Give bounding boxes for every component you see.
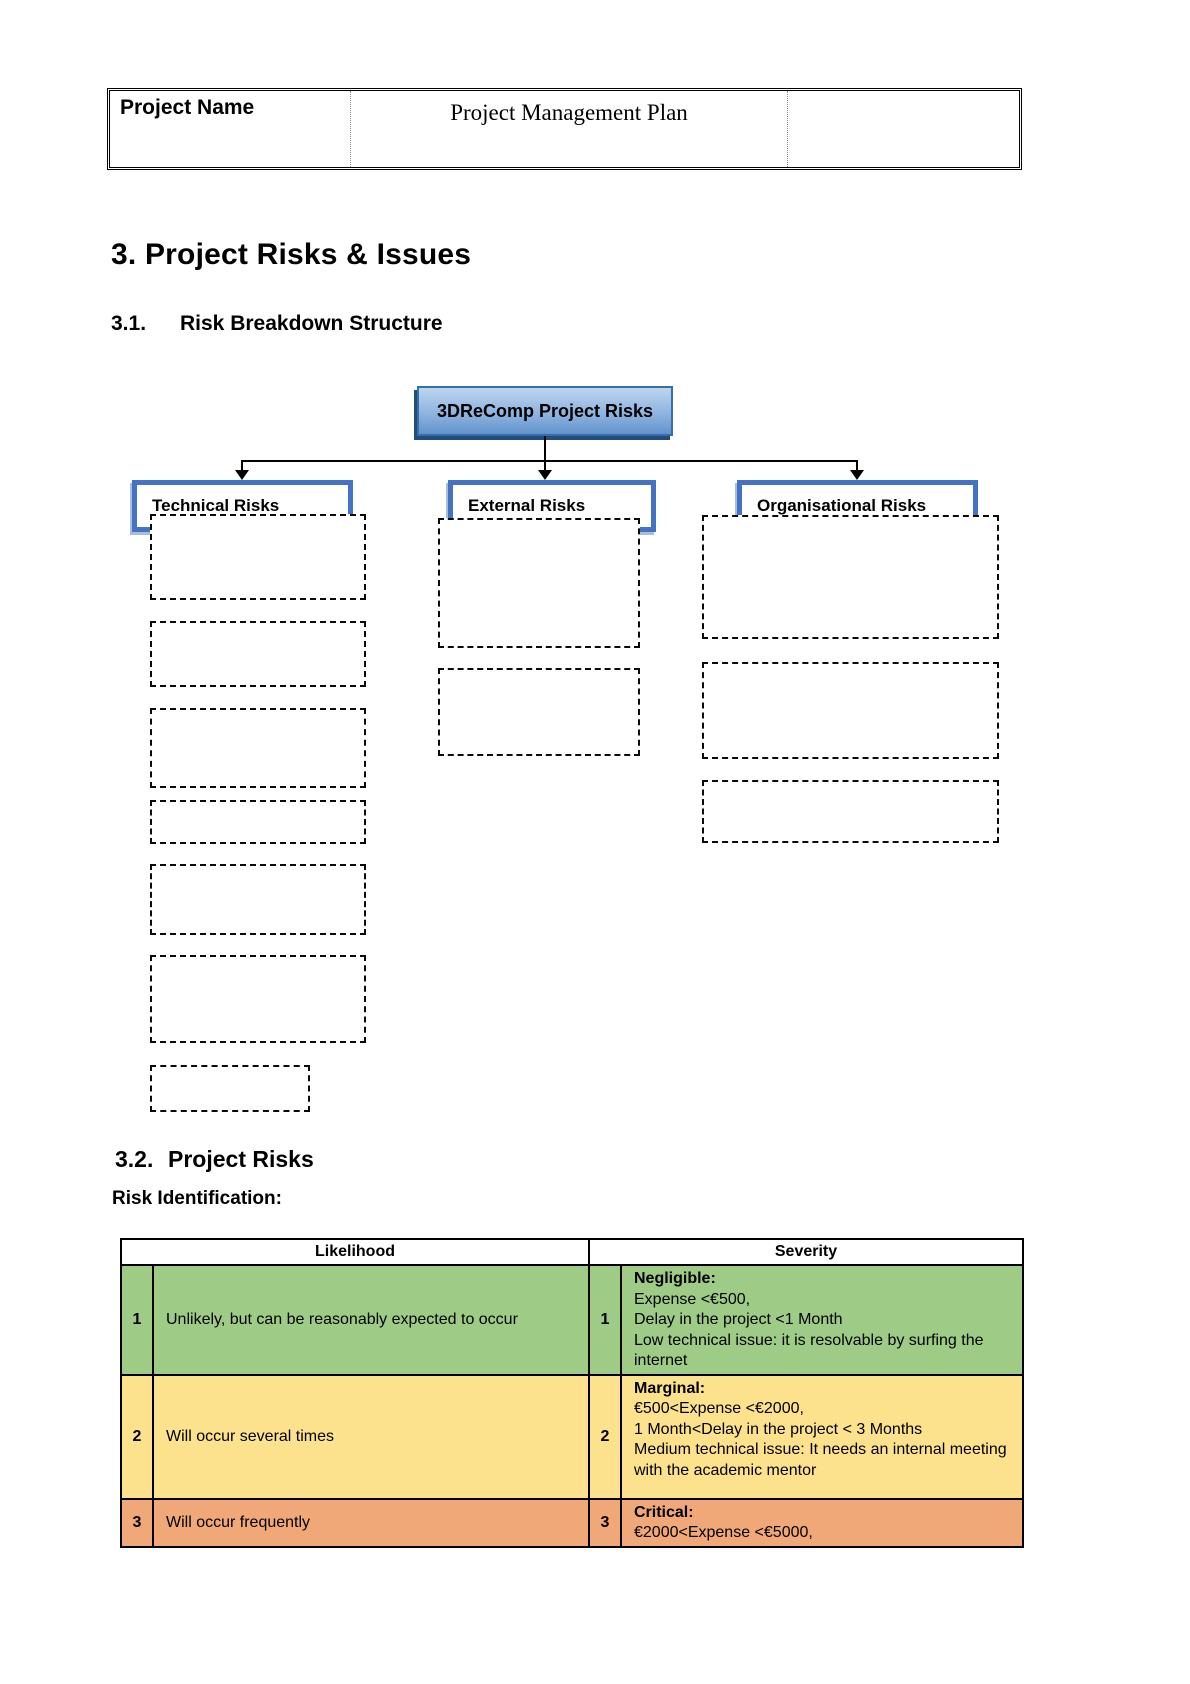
project-name-label: Project Name — [110, 91, 351, 167]
connector-horizontal-line — [241, 460, 858, 462]
document-header-table: Project Name Project Management Plan — [107, 88, 1022, 170]
arrow-down-icon — [850, 470, 864, 480]
risk-placeholder-box — [150, 864, 366, 935]
likelihood-column-header: Likelihood — [120, 1238, 590, 1266]
likelihood-description: Will occur several times — [152, 1373, 590, 1500]
severity-line: Medium technical issue: It needs an inte… — [634, 1441, 1007, 1479]
severity-title: Critical: — [634, 1503, 694, 1521]
risk-placeholder-box — [438, 668, 640, 756]
severity-line: Delay in the project <1 Month — [634, 1311, 843, 1328]
likelihood-level: 1 — [120, 1264, 154, 1376]
risk-identification-table: Likelihood Severity 1 Unlikely, but can … — [120, 1238, 1025, 1548]
risk-placeholder-box — [150, 621, 366, 687]
document-title: Project Management Plan — [351, 91, 788, 167]
header-empty-cell — [788, 91, 1019, 167]
subsection-3-1-title: Risk Breakdown Structure — [180, 312, 443, 335]
risk-placeholder-box — [702, 662, 999, 759]
severity-title: Negligible: — [634, 1270, 716, 1287]
subsection-3-2-heading: 3.2. Project Risks — [115, 1146, 314, 1173]
severity-line: Expense <€500, — [634, 1290, 751, 1308]
subsection-3-2-number: 3.2. — [115, 1146, 154, 1172]
risk-placeholder-box — [150, 708, 366, 788]
risk-placeholder-box — [150, 955, 366, 1043]
risk-placeholder-box — [150, 1065, 310, 1112]
table-header-row: Likelihood Severity — [120, 1238, 1025, 1266]
risk-placeholder-box — [150, 514, 366, 600]
connector-drop-organisational — [856, 460, 858, 472]
table-row: 2 Will occur several times 2 Marginal: €… — [120, 1373, 1025, 1500]
severity-line: €2000<Expense <€5000, — [634, 1524, 813, 1541]
severity-description: Marginal: €500<Expense <€2000, 1 Month<D… — [619, 1373, 1025, 1500]
connector-drop-technical — [241, 460, 243, 472]
risk-identification-label: Risk Identification: — [112, 1188, 282, 1209]
likelihood-description: Will occur frequently — [152, 1497, 590, 1548]
subsection-3-1-number: 3.1. — [111, 312, 147, 335]
likelihood-description: Unlikely, but can be reasonably expected… — [152, 1264, 590, 1376]
severity-column-header: Severity — [587, 1238, 1025, 1266]
severity-level: 1 — [588, 1264, 622, 1376]
table-row: 3 Will occur frequently 3 Critical: €200… — [120, 1497, 1025, 1548]
severity-level: 2 — [588, 1373, 622, 1500]
arrow-down-icon — [235, 470, 249, 480]
risk-placeholder-box — [150, 800, 366, 844]
subsection-3-1-heading: 3.1. Risk Breakdown Structure — [111, 312, 443, 336]
diagram-root-box: 3DReComp Project Risks — [417, 386, 673, 436]
severity-level: 3 — [588, 1497, 622, 1548]
severity-description: Negligible: Expense <€500, Delay in the … — [619, 1264, 1025, 1376]
severity-line: 1 Month<Delay in the project < 3 Months — [634, 1420, 923, 1438]
severity-title: Marginal: — [634, 1379, 706, 1397]
table-row: 1 Unlikely, but can be reasonably expect… — [120, 1264, 1025, 1376]
risk-placeholder-box — [702, 515, 999, 639]
connector-drop-external — [544, 460, 546, 472]
arrow-down-icon — [538, 470, 552, 480]
risk-placeholder-box — [702, 780, 999, 843]
severity-line: €500<Expense <€2000, — [634, 1400, 804, 1417]
risk-placeholder-box — [438, 518, 640, 648]
subsection-3-2-title: Project Risks — [168, 1146, 314, 1172]
section-heading: 3. Project Risks & Issues — [111, 238, 472, 271]
connector-root-stub — [544, 436, 546, 462]
likelihood-level: 3 — [120, 1497, 154, 1548]
severity-description: Critical: €2000<Expense <€5000, — [619, 1497, 1025, 1548]
severity-line: Low technical issue: it is resolvable by… — [634, 1331, 984, 1370]
likelihood-level: 2 — [120, 1373, 154, 1500]
